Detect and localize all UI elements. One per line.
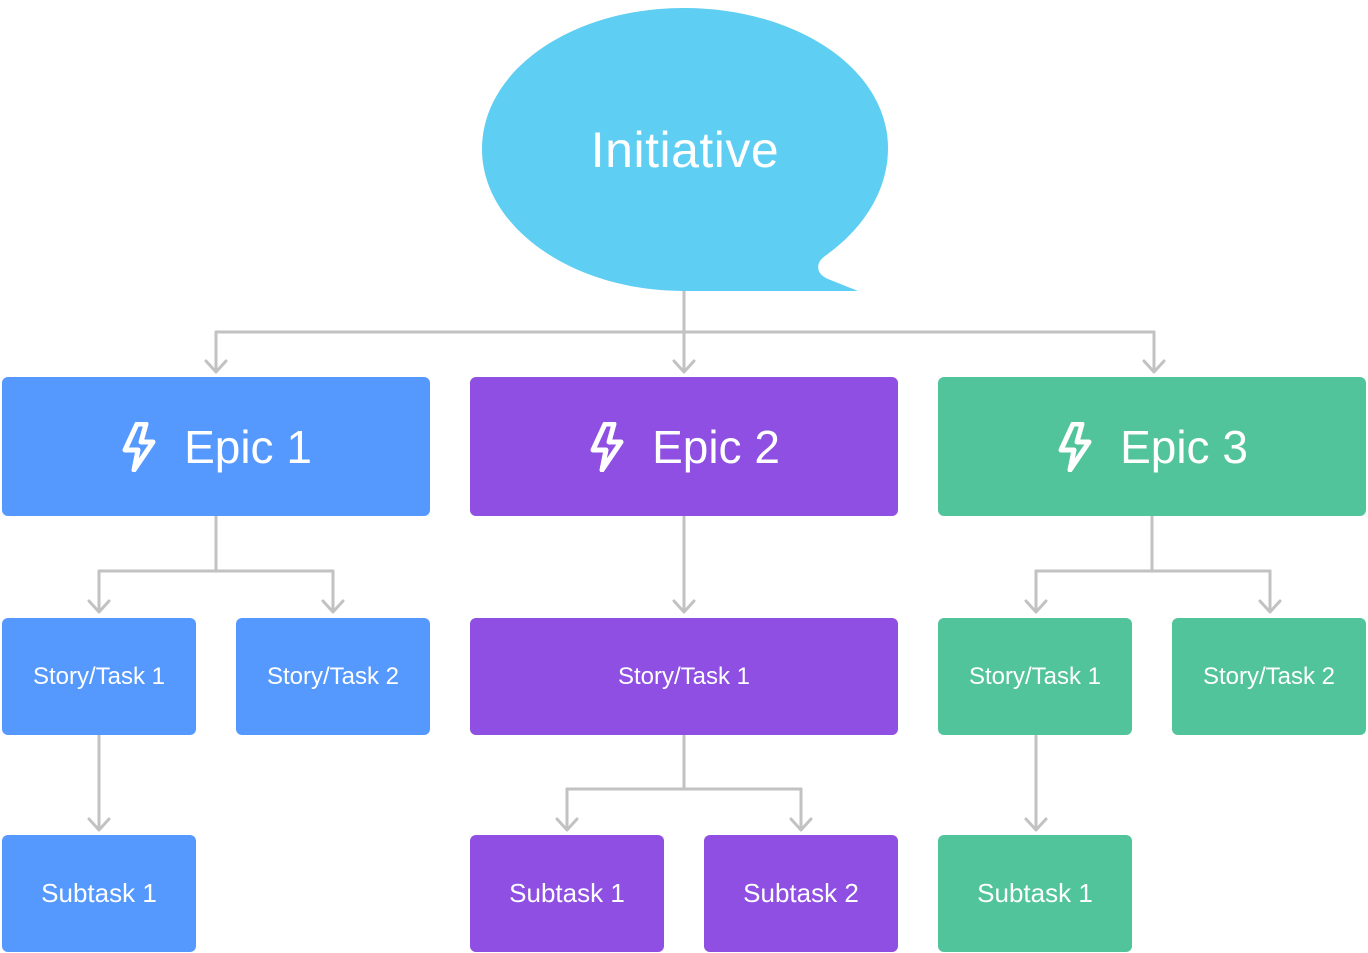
epic-1-story-2[interactable]: Story/Task 2: [236, 618, 430, 735]
epic-2-subtask-2[interactable]: Subtask 2: [704, 835, 898, 952]
epic-3-label: Epic 3: [1120, 420, 1248, 473]
connector-epic-2-story-trunk: [565, 734, 803, 791]
connector-to-epic-1-story-2: [321, 569, 345, 614]
lightning-bolt-icon: [122, 421, 156, 472]
connector-to-epic-1: [204, 330, 228, 374]
epic-1-label: Epic 1: [184, 420, 312, 473]
epic-3-story-1[interactable]: Story/Task 1: [938, 618, 1132, 735]
connector-to-epic-2-subtask-1: [555, 787, 579, 832]
connector-to-epic-3: [1142, 330, 1166, 374]
epic-2-story-1[interactable]: Story/Task 1: [470, 618, 898, 735]
connector-epic-3-trunk: [1034, 515, 1272, 573]
epic-2-label: Epic 2: [652, 420, 780, 473]
connector-to-epic-2: [672, 330, 696, 374]
epic-1-subtask-1[interactable]: Subtask 1: [2, 835, 196, 952]
epic-1-story-1[interactable]: Story/Task 1: [2, 618, 196, 735]
connector-to-epic-2-subtask-2: [789, 787, 813, 832]
lightning-bolt-icon: [590, 421, 624, 472]
connector-epic-1-trunk: [97, 515, 335, 573]
initiative-label: Initiative: [590, 122, 780, 178]
connector-to-epic-3-story-1: [1024, 569, 1048, 614]
epic-3-box[interactable]: Epic 3: [938, 377, 1366, 516]
connector-to-epic-2-story-1: [672, 515, 696, 614]
connector-to-epic-3-subtask-1: [1024, 734, 1048, 832]
epic-2-subtask-1[interactable]: Subtask 1: [470, 835, 664, 952]
connector-to-epic-3-story-2: [1258, 569, 1282, 614]
epic-1-box[interactable]: Epic 1: [2, 377, 430, 516]
epic-2-box[interactable]: Epic 2: [470, 377, 898, 516]
connector-to-epic-1-subtask-1: [87, 734, 111, 832]
lightning-bolt-icon: [1058, 421, 1092, 472]
connector-to-epic-1-story-1: [87, 569, 111, 614]
epic-3-story-2[interactable]: Story/Task 2: [1172, 618, 1366, 735]
epic-3-subtask-1[interactable]: Subtask 1: [938, 835, 1132, 952]
